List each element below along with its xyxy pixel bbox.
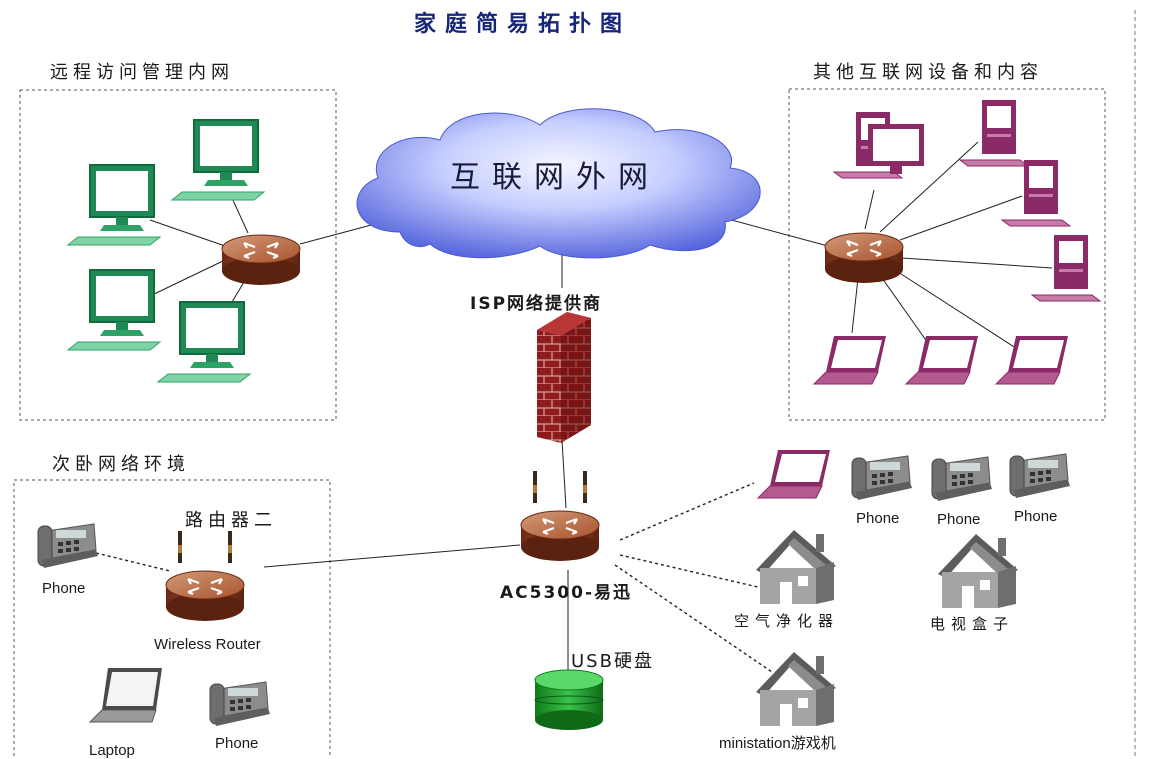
monitor-icon [1001,159,1071,227]
monitor-icon [67,269,161,351]
monitor-icon [171,119,265,201]
monitor-icon [157,301,251,383]
phone-icon [37,523,99,569]
cloud-icon [356,108,761,259]
phone-label: Phone [215,735,259,752]
monitor-icon [959,99,1029,167]
house-icon [938,534,1018,608]
phone-label: Phone [1014,508,1058,525]
bedroom-section-label: 次卧网络环境 [52,454,190,475]
laptop-icon [905,335,979,385]
house-icon [756,530,836,604]
tv-box-label: 电视盒子 [930,616,1015,633]
phone-icon [851,455,913,501]
router-icon [220,233,302,287]
cloud-label: 互联网外网 [450,160,660,195]
house-icon [756,652,836,726]
laptop-icon [757,449,831,499]
phone-label: Phone [856,510,900,527]
router2-title: 路由器二 [185,510,277,531]
monitor-icon [868,124,924,174]
laptop-icon [813,335,887,385]
monitor-icon [1031,234,1101,302]
router-icon [164,529,246,623]
phone-label: Phone [42,580,86,597]
remote-section-label: 远程访问管理内网 [50,62,234,83]
phone-icon [931,456,993,502]
bedroom-section-box [13,479,331,758]
monitor-icon [67,164,161,246]
phone-icon [1009,453,1071,499]
laptop-icon [995,335,1069,385]
internet-devices-section-box [788,88,1106,421]
router-icon [823,231,905,285]
router-icon [519,469,601,563]
disk-icon [534,669,604,730]
main-router-label: AC5300-易迅 [500,583,633,603]
usb-label: USB硬盘 [571,651,654,672]
game-console-label: ministation游戏机 [719,735,836,752]
phone-label: Phone [937,511,981,528]
laptop-icon [89,667,163,723]
internet-devices-section-label: 其他互联网设备和内容 [813,62,1043,83]
page-title: 家庭简易拓扑图 [414,11,632,37]
phone-icon [209,681,271,727]
remote-section-box [19,89,337,421]
laptop-label: Laptop [89,742,135,759]
firewall-icon [537,312,591,443]
isp-label: ISP网络提供商 [470,294,603,314]
router2-label: Wireless Router [154,636,261,653]
air-purifier-label: 空气净化器 [734,613,840,630]
